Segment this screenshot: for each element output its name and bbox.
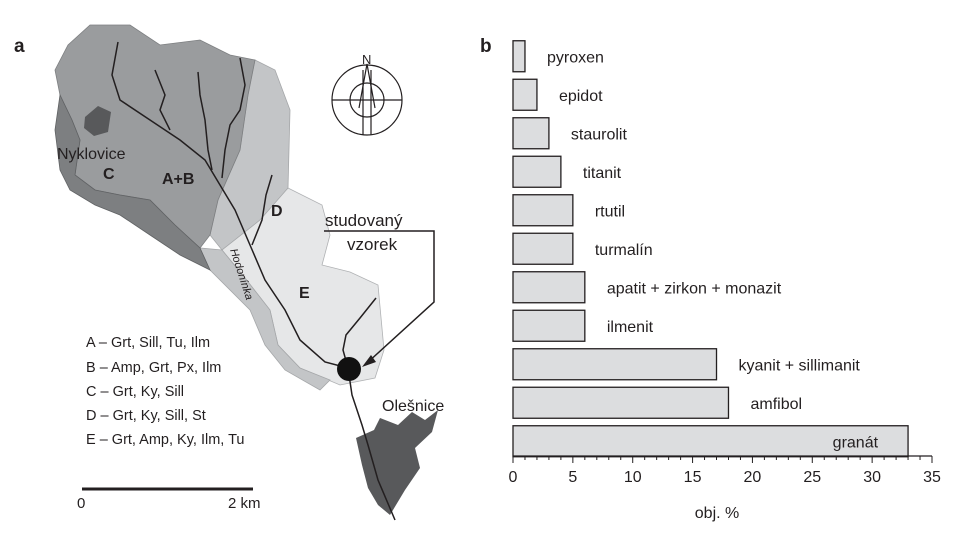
bar-0 bbox=[512, 40, 526, 73]
region-label-e: E bbox=[299, 285, 310, 302]
bar-5 bbox=[512, 232, 574, 265]
bar-label-2: staurolit bbox=[571, 126, 628, 143]
bar-8 bbox=[512, 348, 718, 381]
bar-label-3: titanit bbox=[583, 165, 622, 182]
legend-line-d: D – Grt, Ky, Sill, St bbox=[86, 408, 206, 424]
north-label: N bbox=[362, 52, 371, 67]
stream-network bbox=[111, 41, 396, 521]
bar-9 bbox=[512, 386, 730, 419]
bar-6 bbox=[512, 271, 586, 304]
scalebar-end-label: 2 km bbox=[228, 495, 261, 512]
region-label-d: D bbox=[271, 203, 283, 220]
bar-label-6: apatit + zirkon + monazit bbox=[607, 280, 782, 297]
bars-layer bbox=[512, 40, 909, 458]
legend-line-b: B – Amp, Grt, Px, Ilm bbox=[86, 360, 222, 376]
north-arrow-compass bbox=[331, 63, 403, 136]
bar-label-8: kyanit + sillimanit bbox=[739, 357, 861, 374]
legend-line-e: E – Grt, Amp, Ky, Ilm, Tu bbox=[86, 432, 245, 448]
x-tick-label: 35 bbox=[923, 469, 941, 486]
place-label-olesnice: Olešnice bbox=[382, 398, 444, 415]
place-label-nyklovice: Nyklovice bbox=[57, 146, 126, 163]
region-label-c: C bbox=[103, 166, 115, 183]
x-axis: 0 5 10 15 20 25 30 35 bbox=[509, 455, 941, 486]
bar-label-1: epidot bbox=[559, 88, 603, 105]
legend-line-c: C – Grt, Ky, Sill bbox=[86, 384, 185, 400]
x-tick-label: 20 bbox=[744, 469, 762, 486]
scalebar-start-label: 0 bbox=[77, 495, 85, 512]
map-panel: N A+B C D E Nyklovice Olešnice Hodonínka… bbox=[54, 24, 444, 521]
x-tick-label: 10 bbox=[624, 469, 642, 486]
mineral-bar-chart: pyroxen epidot staurolit titanit rtutil turma… bbox=[509, 40, 941, 522]
bar-7 bbox=[512, 309, 586, 342]
x-tick-label: 0 bbox=[509, 469, 518, 486]
bar-4 bbox=[512, 194, 574, 227]
bar-3 bbox=[512, 155, 562, 188]
bar-label-7: ilmenit bbox=[607, 319, 654, 336]
bar-label-0: pyroxen bbox=[547, 49, 604, 66]
x-axis-label: obj. % bbox=[695, 505, 739, 522]
bar-labels-layer: pyroxen epidot staurolit titanit rtutil turma… bbox=[547, 49, 879, 451]
sample-label-line2: vzorek bbox=[347, 235, 398, 254]
region-label-ab: A+B bbox=[162, 171, 194, 188]
bar-10 bbox=[512, 425, 909, 458]
x-tick-label: 5 bbox=[568, 469, 577, 486]
bar-label-4: rtutil bbox=[595, 203, 625, 220]
sample-pointer-line bbox=[324, 230, 435, 364]
sample-pointer-arrowhead bbox=[362, 355, 376, 367]
sample-label-line1: studovaný bbox=[325, 211, 403, 230]
bar-label-9: amfibol bbox=[750, 396, 802, 413]
bar-label-10: granát bbox=[833, 434, 879, 451]
nyklovice-town-shape bbox=[84, 106, 111, 136]
olesnice-town-shape bbox=[356, 410, 438, 515]
legend-line-a: A – Grt, Sill, Tu, Ilm bbox=[86, 335, 211, 351]
sample-location-dot bbox=[337, 357, 361, 381]
region-c-area bbox=[54, 93, 211, 271]
bar-2 bbox=[512, 117, 550, 150]
chart-panel: pyroxen epidot staurolit titanit rtutil turma… bbox=[490, 0, 968, 551]
x-tick-label: 15 bbox=[684, 469, 702, 486]
bar-label-5: turmalín bbox=[595, 242, 653, 259]
panel-label-a: a bbox=[14, 36, 25, 57]
catchment-map: N A+B C D E Nyklovice Olešnice Hodonínka… bbox=[54, 24, 444, 521]
panel-label-b: b bbox=[480, 36, 492, 57]
x-tick-label: 25 bbox=[803, 469, 821, 486]
bar-1 bbox=[512, 78, 538, 111]
x-tick-label: 30 bbox=[863, 469, 881, 486]
